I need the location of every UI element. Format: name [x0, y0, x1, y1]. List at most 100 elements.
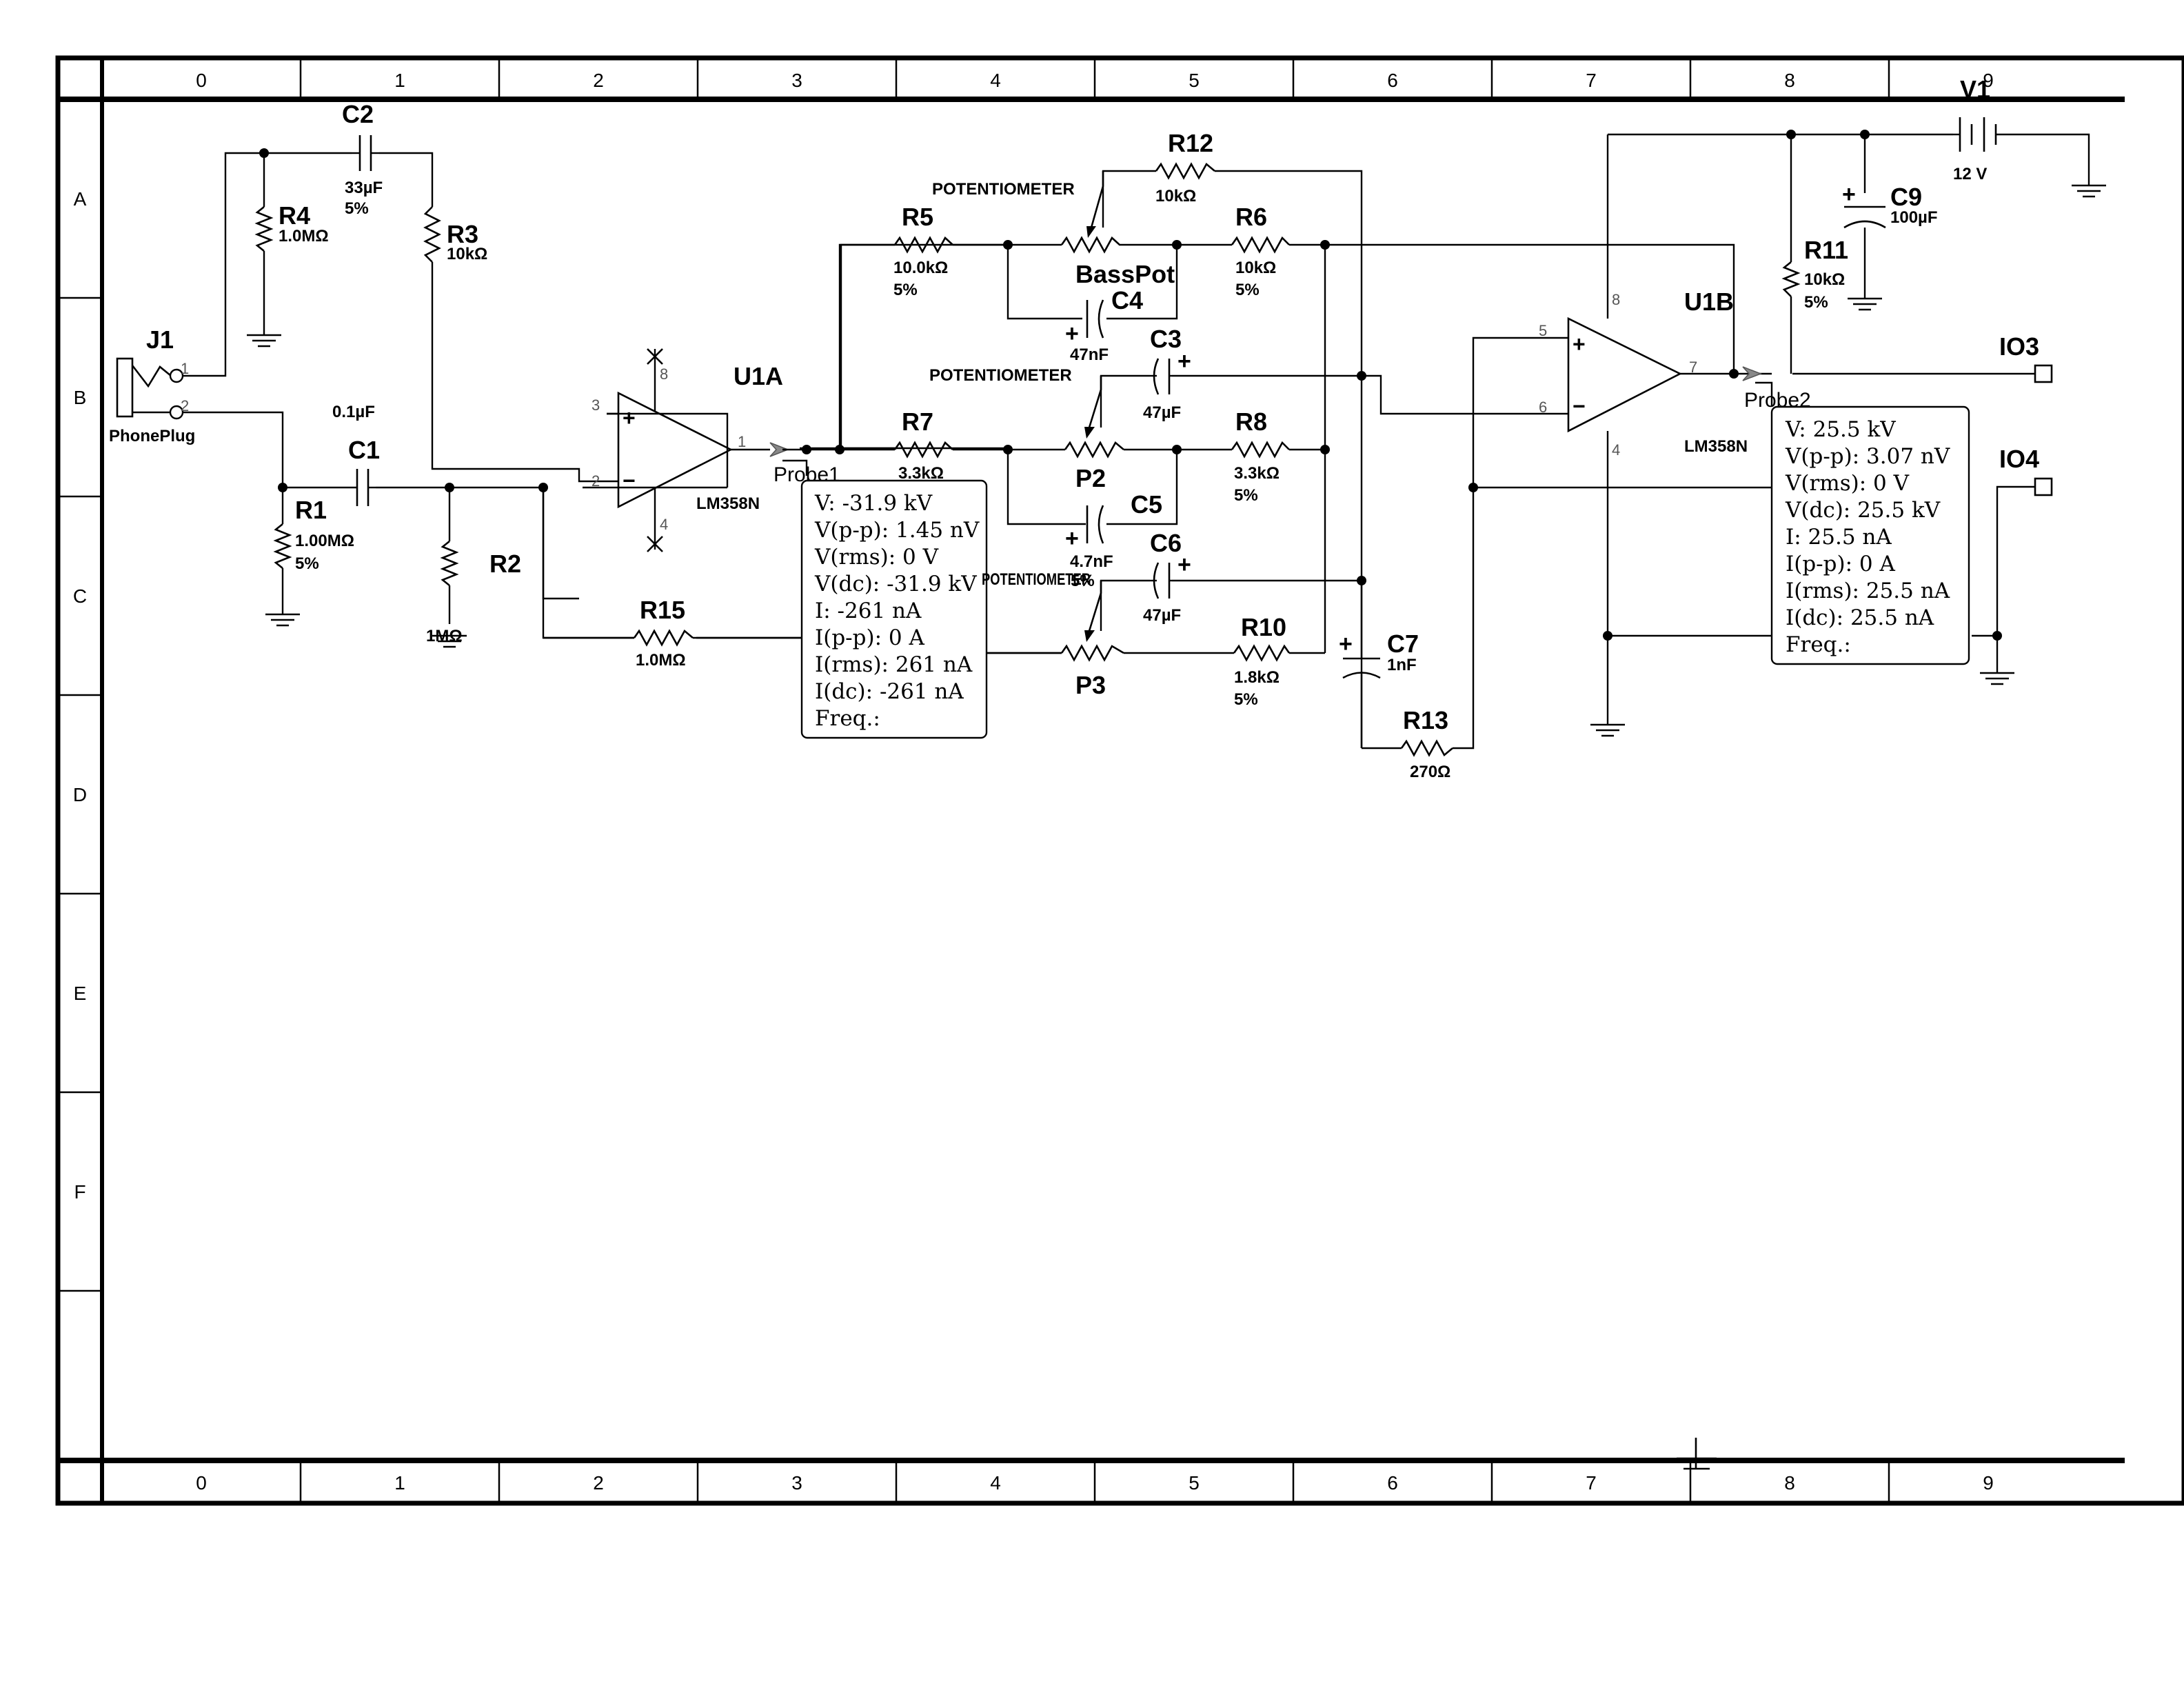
- v1-value: 12 V: [1953, 165, 1987, 183]
- r15-resistor[interactable]: R15 1.0MΩ: [543, 596, 1062, 670]
- r3-resistor[interactable]: R3 10kΩ: [423, 206, 487, 283]
- r4-resistor[interactable]: R4 1.0MΩ: [254, 153, 329, 334]
- r7-resistor[interactable]: R7 3.3kΩ: [893, 408, 953, 483]
- c1-value: 0.1µF: [332, 403, 375, 421]
- j1-phone-plug[interactable]: 1 2 J1 PhonePlug: [109, 325, 195, 445]
- probe1-line: V(dc): -31.9 kV: [814, 572, 977, 596]
- p3-ref: P3: [1075, 671, 1106, 699]
- sheet-frame: [55, 55, 2184, 1506]
- c9-value: 100µF: [1890, 208, 1938, 227]
- r13-resistor[interactable]: R13 270Ω: [1400, 706, 1453, 781]
- r12-value: 10kΩ: [1155, 187, 1196, 205]
- c6-capacitor[interactable]: + C6 47µF: [1143, 529, 1191, 625]
- r6-resistor[interactable]: R6 10kΩ 5%: [1231, 203, 1290, 299]
- row-label-E: E: [74, 983, 87, 1004]
- svg-text:+: +: [1573, 332, 1586, 356]
- r13-ref: R13: [1403, 706, 1448, 734]
- r10-value: 1.8kΩ: [1234, 668, 1280, 687]
- u1a-ref: U1A: [734, 362, 783, 390]
- column-label-1: 1: [394, 70, 405, 91]
- svg-text:+: +: [1177, 348, 1191, 374]
- c5-value: 4.7nF: [1070, 552, 1113, 571]
- r10-resistor[interactable]: R10 1.8kΩ 5%: [1233, 613, 1291, 709]
- c4-ref: C4: [1111, 286, 1143, 314]
- row-label-F: F: [74, 1181, 85, 1203]
- c4-capacitor[interactable]: + C4 47nF: [1065, 286, 1143, 364]
- junction-dot: [1860, 130, 1870, 139]
- column-label-7: 7: [1586, 70, 1597, 91]
- p3-potentiometer[interactable]: POTENTIOMETER 5% P3: [982, 570, 1124, 699]
- u1a-opamp[interactable]: + − 3 2 1 8 4 U1A LM358N: [592, 348, 783, 552]
- r1-ref: R1: [295, 496, 327, 524]
- column-label-8: 8: [1784, 70, 1795, 91]
- column-label-0: 0: [196, 70, 207, 91]
- wires-tone-stack: [807, 170, 1735, 750]
- c3-ref: C3: [1150, 325, 1182, 353]
- svg-text:−: −: [623, 468, 636, 493]
- probe2-readout: V: 25.5 kVV(p-p): 3.07 nVV(rms): 0 VV(dc…: [1770, 405, 1970, 665]
- c9-capacitor[interactable]: + C9 100µF: [1842, 181, 1938, 229]
- probe1-line: I(rms): 261 nA: [815, 652, 973, 677]
- v1-battery[interactable]: V1 12 V: [1953, 75, 2016, 183]
- svg-text:+: +: [1065, 525, 1079, 552]
- stray-ground-mark: [1677, 1438, 1717, 1470]
- p2-type: POTENTIOMETER: [929, 366, 1072, 385]
- c1-capacitor[interactable]: C1 0.1µF: [332, 403, 380, 506]
- column-label-9: 9: [1983, 70, 1994, 91]
- r2-ref: R2: [489, 550, 521, 578]
- r13-value: 270Ω: [1410, 763, 1450, 781]
- c3-capacitor[interactable]: + C3 47µF: [1143, 325, 1191, 422]
- u1b-pin7: 7: [1689, 359, 1697, 376]
- p2-potentiometer[interactable]: POTENTIOMETER P2: [929, 366, 1124, 492]
- j1-pin1-label: 1: [181, 360, 189, 377]
- r11-resistor[interactable]: R11 10kΩ 5%: [1781, 236, 1848, 312]
- u1b-opamp[interactable]: + − 5 6 7 8 4 U1B LM358N: [1539, 288, 1748, 459]
- probe1-line: I(p-p): 0 A: [815, 625, 924, 650]
- junction-dot: [1603, 631, 1612, 641]
- u1b-part: LM358N: [1684, 437, 1748, 456]
- c3-value: 47µF: [1143, 403, 1181, 422]
- r5-resistor[interactable]: R5 10.0kΩ 5%: [893, 203, 953, 299]
- u1a-pin4: 4: [660, 516, 668, 533]
- c5-capacitor[interactable]: + C5 4.7nF: [1065, 490, 1162, 571]
- row-label-D: D: [73, 784, 87, 805]
- c7-capacitor[interactable]: + C7 1nF: [1339, 581, 1419, 748]
- u1a-pin3: 3: [592, 396, 600, 414]
- probe1-line: V(p-p): 1.45 nV: [814, 518, 980, 543]
- io4-connector[interactable]: IO4: [1999, 445, 2053, 496]
- r6-tolerance: 5%: [1235, 281, 1260, 299]
- u1b-pin8: 8: [1612, 291, 1620, 308]
- junction-dot: [1357, 371, 1366, 381]
- r15-ref: R15: [640, 596, 685, 624]
- probe2-line: I(rms): 25.5 nA: [1786, 579, 1950, 603]
- junction-dot: [1320, 240, 1330, 250]
- r1-resistor[interactable]: R1 1.00MΩ 5%: [273, 488, 354, 614]
- probe2-line: Freq.:: [1786, 632, 1851, 657]
- r6-value: 10kΩ: [1235, 259, 1276, 277]
- r12-ref: R12: [1168, 129, 1213, 157]
- junction-dot: [538, 483, 548, 492]
- j1-ref: J1: [146, 325, 174, 354]
- svg-text:+: +: [1177, 552, 1191, 578]
- j1-pin2-label: 2: [181, 397, 189, 414]
- column-label-5: 5: [1189, 70, 1200, 91]
- r2-resistor[interactable]: R2 1MΩ: [426, 488, 521, 645]
- r8-ref: R8: [1235, 408, 1267, 436]
- r12-resistor[interactable]: R12 10kΩ: [1155, 129, 1215, 205]
- basspot-potentiometer[interactable]: POTENTIOMETER BassPot: [932, 171, 1175, 288]
- column-label-2: 2: [593, 70, 604, 91]
- basspot-ref: BassPot: [1075, 260, 1175, 288]
- c6-ref: C6: [1150, 529, 1182, 557]
- r7-ref: R7: [902, 408, 933, 436]
- junction-dot: [1992, 631, 2002, 641]
- r3-ref: R3: [447, 220, 478, 248]
- r8-resistor[interactable]: R8 3.3kΩ 5%: [1231, 408, 1290, 505]
- c2-capacitor[interactable]: C2 33µF 5%: [342, 100, 383, 218]
- c9-ref: C9: [1890, 183, 1922, 211]
- column-label-0: 0: [196, 1472, 207, 1494]
- io3-connector[interactable]: IO3: [1999, 332, 2053, 383]
- v1-ref: V1: [1960, 75, 1990, 103]
